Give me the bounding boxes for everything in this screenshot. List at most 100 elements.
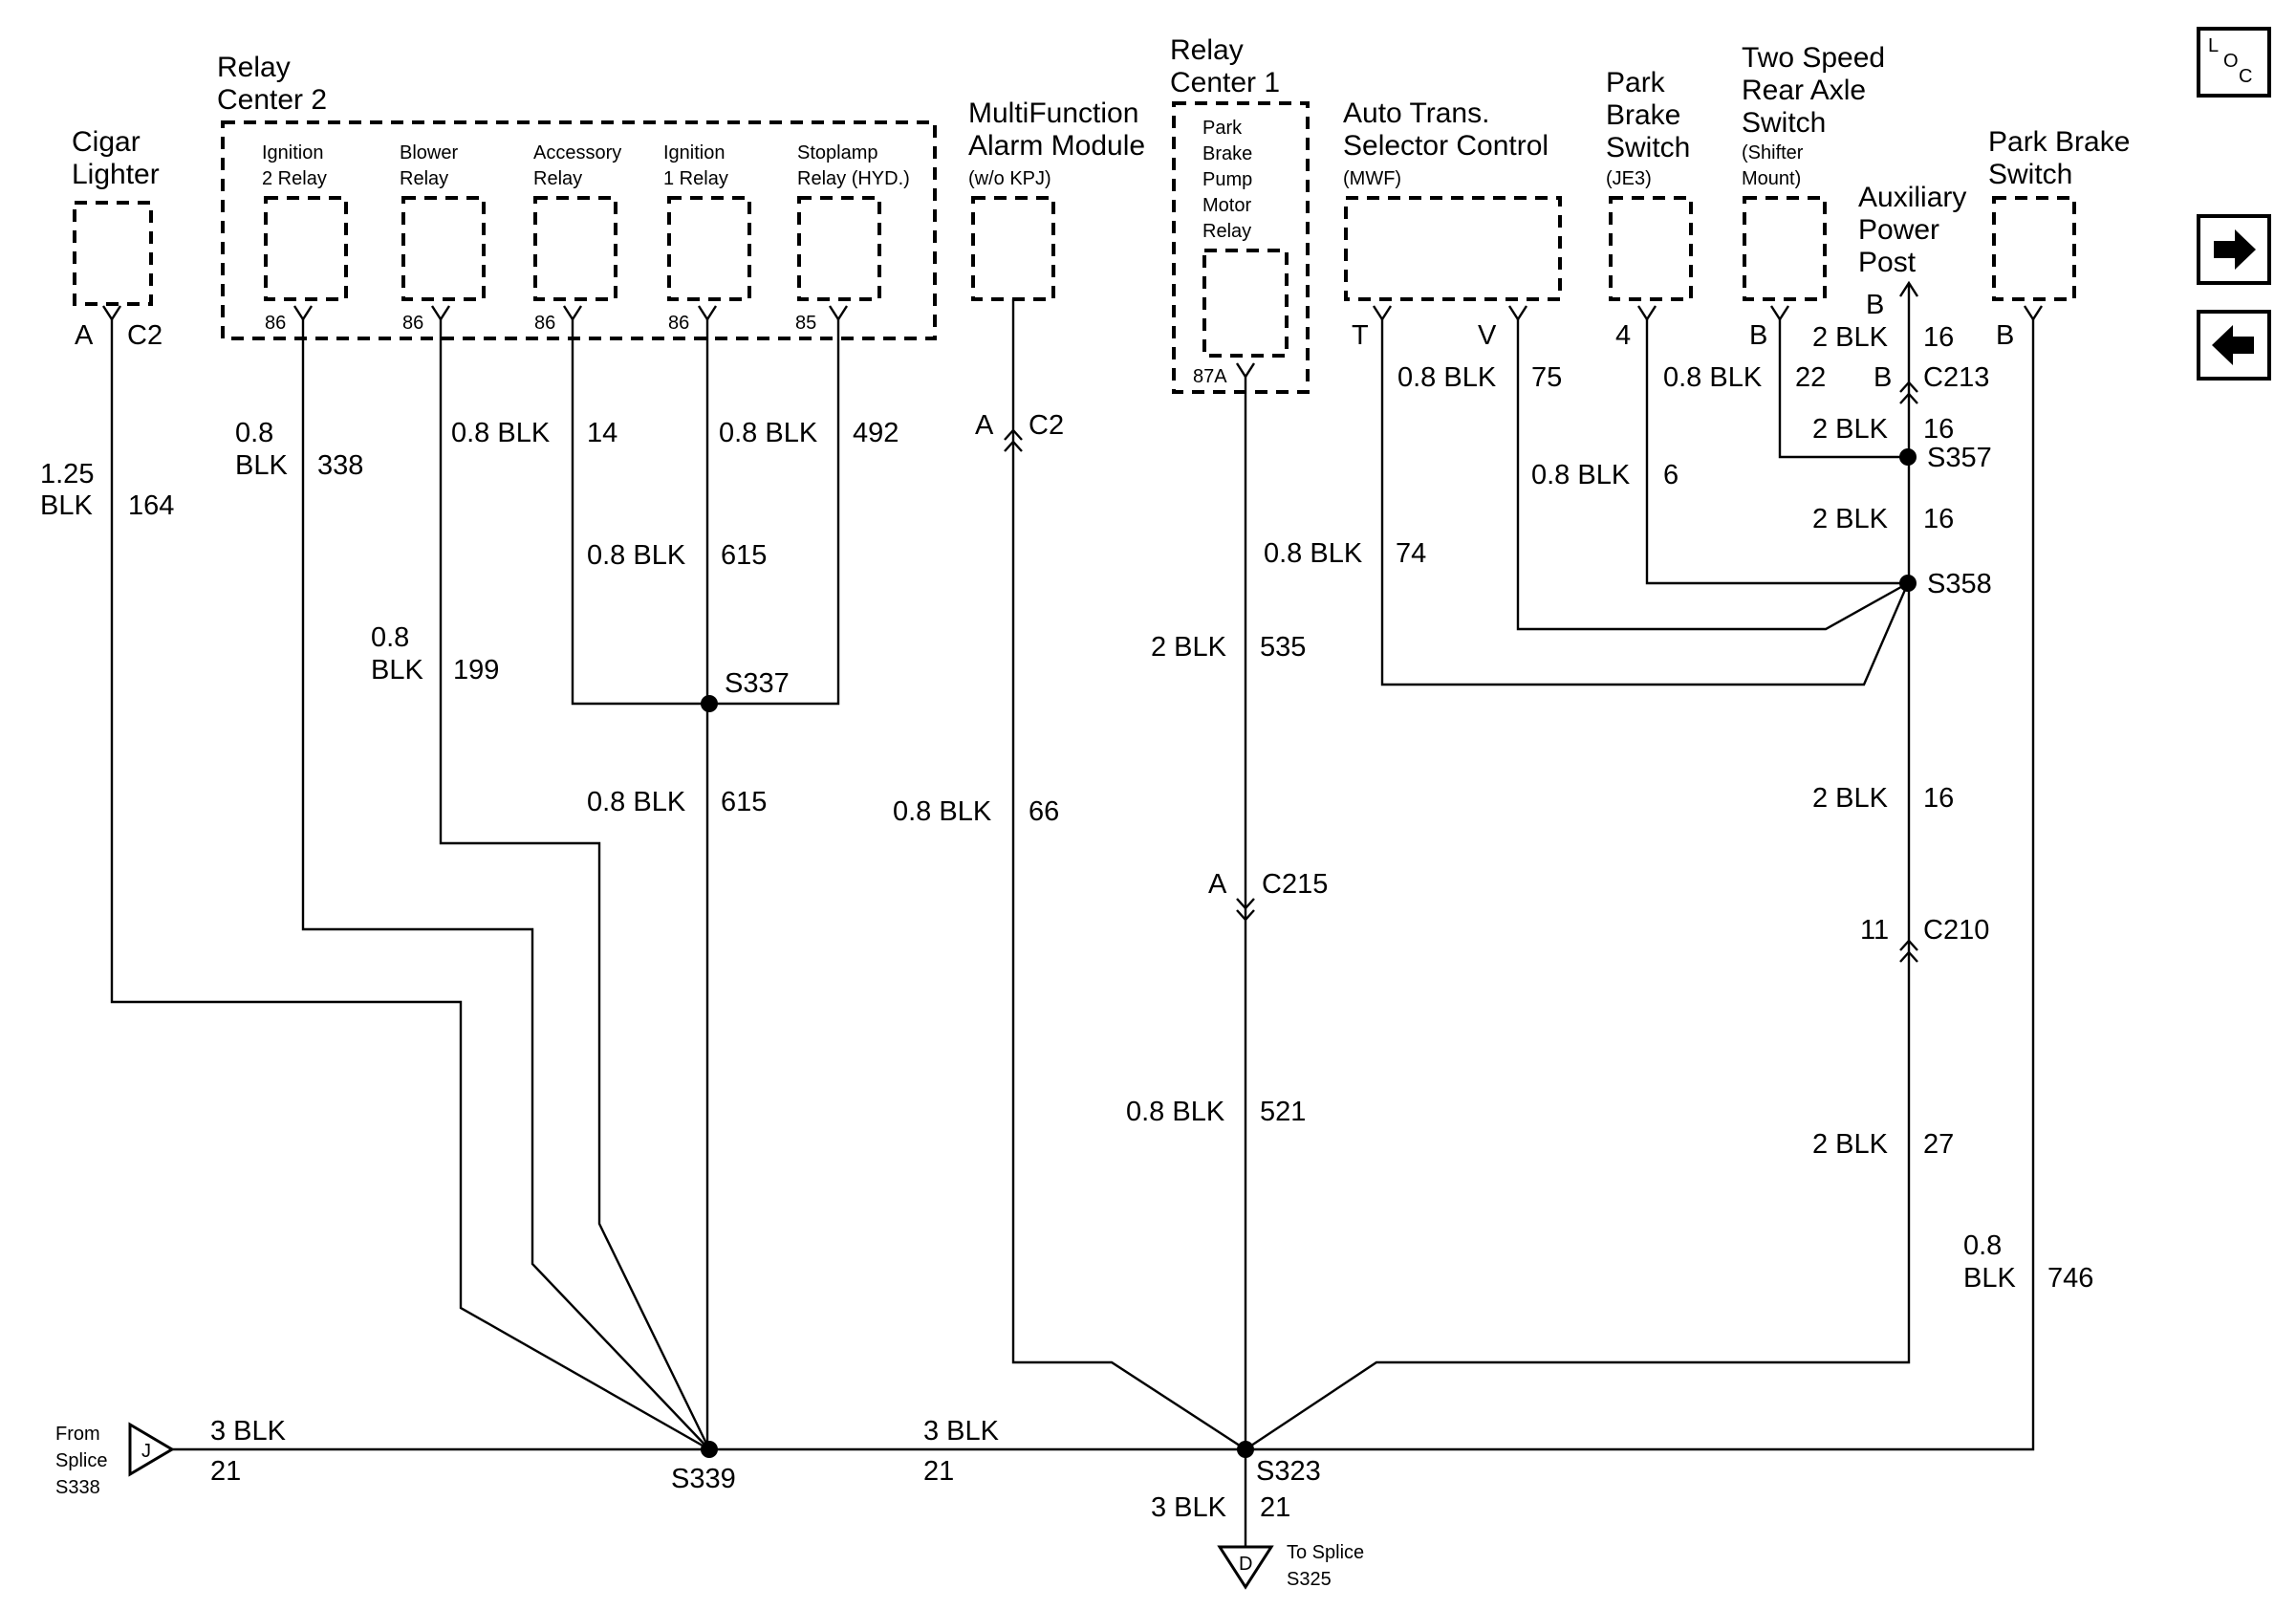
s357-label: S357 [1927,443,1992,473]
c213-pin: B [1874,362,1892,393]
twospeed-label-1: Two Speed [1742,42,1885,74]
to-splice-triangle [1217,1545,1274,1590]
autotrans-label-1: Auto Trans. [1343,98,1489,129]
relay-ign1-l2: 1 Relay [663,168,728,189]
relay-ign2-l1: Ignition [262,142,324,163]
wire-16-27 [1245,285,1911,1450]
w535-label: 2 BLK [1151,632,1227,663]
w21a-circuit: 21 [210,1456,241,1487]
w164-color: BLK [40,490,93,521]
blower-relay-box [401,196,486,301]
w746-color: BLK [1963,1263,2016,1294]
back-button[interactable] [2197,310,2271,381]
w6-label: 0.8 BLK [1531,460,1631,490]
w16a-label: 2 BLK [1812,322,1889,353]
loc-button[interactable]: L O C [2197,27,2271,98]
cigar-pin: A [75,320,94,351]
pbswitch-label-4: (JE3) [1606,168,1652,189]
wire-338 [301,319,710,1450]
splice-s337-dot [701,695,718,712]
w16b-label: 2 BLK [1812,414,1889,445]
twospeed-label-4: (Shifter [1742,142,1804,163]
relay1-inner-4: Motor [1202,195,1251,216]
w521-label: 0.8 BLK [1126,1097,1225,1127]
back-arrow-icon [2212,325,2254,365]
relay1-label-1: Relay [1170,34,1244,66]
pbswitch-pin: 4 [1615,320,1631,351]
s358-label: S358 [1927,569,1992,599]
auxpower-label-3: Post [1858,247,1917,278]
w615a-circuit: 615 [721,540,767,571]
w16d-circuit: 16 [1923,783,1954,814]
w492-label: 0.8 BLK [719,418,818,448]
relay-blower-pin: 86 [402,313,423,334]
relay-blower-l2: Relay [400,168,448,189]
to-splice-letter: D [1239,1554,1252,1575]
alarm-label-2: Alarm Module [968,130,1145,162]
from-splice-l3: S338 [55,1477,100,1498]
park-brake-switch-box [1992,196,2076,301]
w492-circuit: 492 [853,418,899,448]
w746-circuit: 746 [2047,1263,2093,1294]
w746-size: 0.8 [1963,1230,2002,1261]
s339-label: S339 [671,1464,736,1494]
wire-6 [1645,319,1908,585]
w22-circuit: 22 [1795,362,1826,393]
twospeed-label-5: Mount) [1742,168,1801,189]
from-splice-triangle [128,1422,175,1477]
w164-circuit: 164 [128,490,174,521]
w535-circuit: 535 [1260,632,1306,663]
w6-circuit: 6 [1663,460,1679,490]
relay-center-1-box [1172,101,1310,394]
relay-stop-l1: Stoplamp [797,142,878,163]
alarm-label-3: (w/o KPJ) [968,168,1051,189]
relay1-inner-1: Park [1202,118,1243,139]
to-splice-l2: S325 [1287,1569,1332,1590]
splice-s339-dot [701,1441,718,1458]
pbswitch2-label-2: Switch [1988,159,2072,190]
autotrans-label-2: Selector Control [1343,130,1549,162]
c210-pin: 11 [1860,915,1889,946]
from-splice-l1: From [55,1424,100,1445]
w615b-circuit: 615 [721,787,767,817]
relay-center-2-box [221,120,937,340]
w16b-circuit: 16 [1923,414,1954,445]
w16c-circuit: 16 [1923,504,1954,534]
w66-circuit: 66 [1029,796,1059,827]
w21c-label: 3 BLK [1151,1492,1227,1523]
relay-ign1-pin: 86 [668,313,689,334]
c213-name: C213 [1923,362,1989,393]
cigar-label-2: Lighter [72,159,160,190]
w27-circuit: 27 [1923,1129,1954,1160]
w14-circuit: 14 [587,418,617,448]
pbswitch-label-3: Switch [1606,132,1690,163]
s323-label: S323 [1256,1456,1321,1487]
two-speed-switch-box [1743,196,1827,301]
park-brake-switch-je3-box [1609,196,1693,301]
w75-circuit: 75 [1531,362,1562,393]
stoplamp-relay-box [797,196,881,301]
relay1-label-2: Center 1 [1170,67,1280,98]
pbswitch2-label-1: Park Brake [1988,126,2130,158]
relay2-label-2: Center 2 [217,84,327,116]
forward-arrow-icon [2214,229,2256,270]
alarm-conn: C2 [1029,410,1064,441]
w74-circuit: 74 [1396,538,1426,569]
w74-label: 0.8 BLK [1264,538,1363,569]
cigar-label-1: Cigar [72,126,141,158]
wire-22 [1778,319,1908,459]
w21b-label: 3 BLK [923,1416,1000,1447]
connector-symbols [1004,381,1918,963]
from-splice-letter: J [141,1441,151,1462]
s337-label: S337 [725,668,790,699]
forward-button[interactable] [2197,214,2271,285]
w16a-circuit: 16 [1923,322,1954,353]
relay2-label-1: Relay [217,52,291,83]
relay1-inner-2: Brake [1202,143,1252,164]
splice-s357-dot [1899,448,1917,466]
loc-l: L [2208,35,2219,56]
relay-stop-l2: Relay (HYD.) [797,168,910,189]
w16d-label: 2 BLK [1812,783,1889,814]
wire-66 [1011,299,1246,1451]
